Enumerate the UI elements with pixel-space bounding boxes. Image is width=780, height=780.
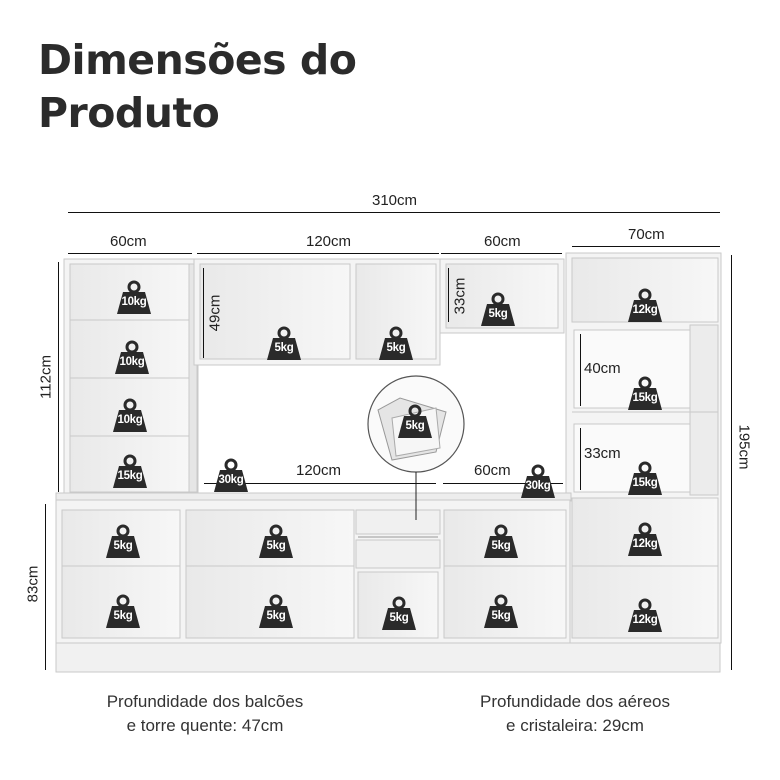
- dim-total-width: 310cm: [372, 192, 418, 209]
- depth-note-counters-line2: e torre quente: 47cm: [126, 716, 284, 735]
- weight-icon: 5kg: [380, 596, 418, 632]
- weight-label: 5kg: [274, 342, 294, 354]
- weight-icon: 15kg: [626, 376, 664, 412]
- weight-icon: 30kg: [519, 464, 557, 500]
- weight-icon: 15kg: [626, 461, 664, 497]
- depth-note-counters-line1: Profundidade dos balcões: [106, 692, 304, 711]
- dim-line-h-center: [203, 268, 204, 358]
- weight-label: 5kg: [488, 308, 508, 320]
- dim-line-lower-height: [45, 504, 46, 670]
- weight-icon: 5kg: [396, 404, 434, 440]
- depth-note-counters: Profundidade dos balcões e torre quente:…: [80, 690, 330, 738]
- weight-icon: 5kg: [482, 594, 520, 630]
- dim-tower-gap1: 40cm: [584, 360, 621, 377]
- weight-icon: 15kg: [111, 454, 149, 490]
- weight-icon: 5kg: [479, 292, 517, 328]
- plinth: [55, 642, 721, 673]
- page-title: Dimensões do Produto: [38, 34, 458, 140]
- weight-label: 5kg: [266, 610, 286, 622]
- dim-line-shelf-60: [443, 483, 563, 484]
- dim-line-shelf-120: [204, 483, 436, 484]
- weight-label: 15kg: [632, 477, 658, 489]
- weight-icon: 5kg: [104, 524, 142, 560]
- weight-icon: 5kg: [104, 594, 142, 630]
- title-line-2: Produto: [38, 89, 220, 137]
- weight-icon: 12kg: [626, 288, 664, 324]
- dim-total-height: 195cm: [735, 424, 753, 470]
- weight-label: 12kg: [632, 538, 658, 550]
- weight-label: 15kg: [117, 470, 143, 482]
- dim-tower-gap2: 33cm: [584, 445, 621, 462]
- dim-shelf-60: 60cm: [474, 462, 511, 479]
- weight-label: 30kg: [218, 474, 244, 486]
- dim-left-width: 60cm: [110, 233, 147, 250]
- dim-lower-height: 83cm: [24, 565, 42, 603]
- weight-icon: 5kg: [257, 524, 295, 560]
- weight-icon: 12kg: [626, 522, 664, 558]
- dim-line-total: [68, 212, 720, 213]
- weight-label: 12kg: [632, 614, 658, 626]
- dim-shelf-120: 120cm: [296, 462, 342, 479]
- weight-icon: 10kg: [111, 398, 149, 434]
- weight-icon: 5kg: [482, 524, 520, 560]
- drawer-top: [355, 509, 441, 535]
- weight-label: 5kg: [405, 420, 425, 432]
- weight-label: 5kg: [491, 610, 511, 622]
- dim-upper-center-height: 49cm: [206, 294, 224, 332]
- weight-label: 10kg: [119, 356, 145, 368]
- weight-icon: 5kg: [257, 594, 295, 630]
- weight-label: 10kg: [121, 296, 147, 308]
- weight-label: 5kg: [389, 612, 409, 624]
- dim-line-tower-gap1: [580, 334, 581, 406]
- weight-icon: 5kg: [377, 326, 415, 362]
- dim-line-h-upper-left: [58, 262, 59, 492]
- weight-label: 5kg: [113, 610, 133, 622]
- depth-note-upper-line2: e cristaleira: 29cm: [506, 716, 644, 735]
- weight-icon: 10kg: [115, 280, 153, 316]
- dim-line-left: [68, 253, 192, 254]
- title-line-1: Dimensões do: [38, 36, 357, 84]
- dim-right-small-height: 33cm: [451, 277, 469, 315]
- weight-label: 15kg: [632, 392, 658, 404]
- dim-right-small-width: 60cm: [484, 233, 521, 250]
- dim-center-width: 120cm: [306, 233, 352, 250]
- dim-upper-left-height: 112cm: [37, 355, 55, 399]
- weight-icon: 12kg: [626, 598, 664, 634]
- weight-label: 12kg: [632, 304, 658, 316]
- dim-line-tower-gap2: [580, 428, 581, 490]
- dim-line-center: [197, 253, 439, 254]
- weight-label: 5kg: [266, 540, 286, 552]
- weight-label: 5kg: [386, 342, 406, 354]
- drawer-bottom: [355, 539, 441, 569]
- weight-label: 10kg: [117, 414, 143, 426]
- dim-line-right-small: [441, 253, 562, 254]
- weight-icon: 5kg: [265, 326, 303, 362]
- dim-line-total-height: [731, 255, 732, 670]
- weight-label: 5kg: [491, 540, 511, 552]
- dim-right-width: 70cm: [628, 226, 665, 243]
- dim-line-right: [572, 246, 720, 247]
- weight-icon: 30kg: [212, 458, 250, 494]
- depth-note-upper-line1: Profundidade dos aéreos: [480, 692, 670, 711]
- dim-line-h-right-small: [448, 268, 449, 322]
- weight-icon: 10kg: [113, 340, 151, 376]
- depth-note-upper: Profundidade dos aéreos e cristaleira: 2…: [450, 690, 700, 738]
- weight-label: 5kg: [113, 540, 133, 552]
- weight-label: 30kg: [525, 480, 551, 492]
